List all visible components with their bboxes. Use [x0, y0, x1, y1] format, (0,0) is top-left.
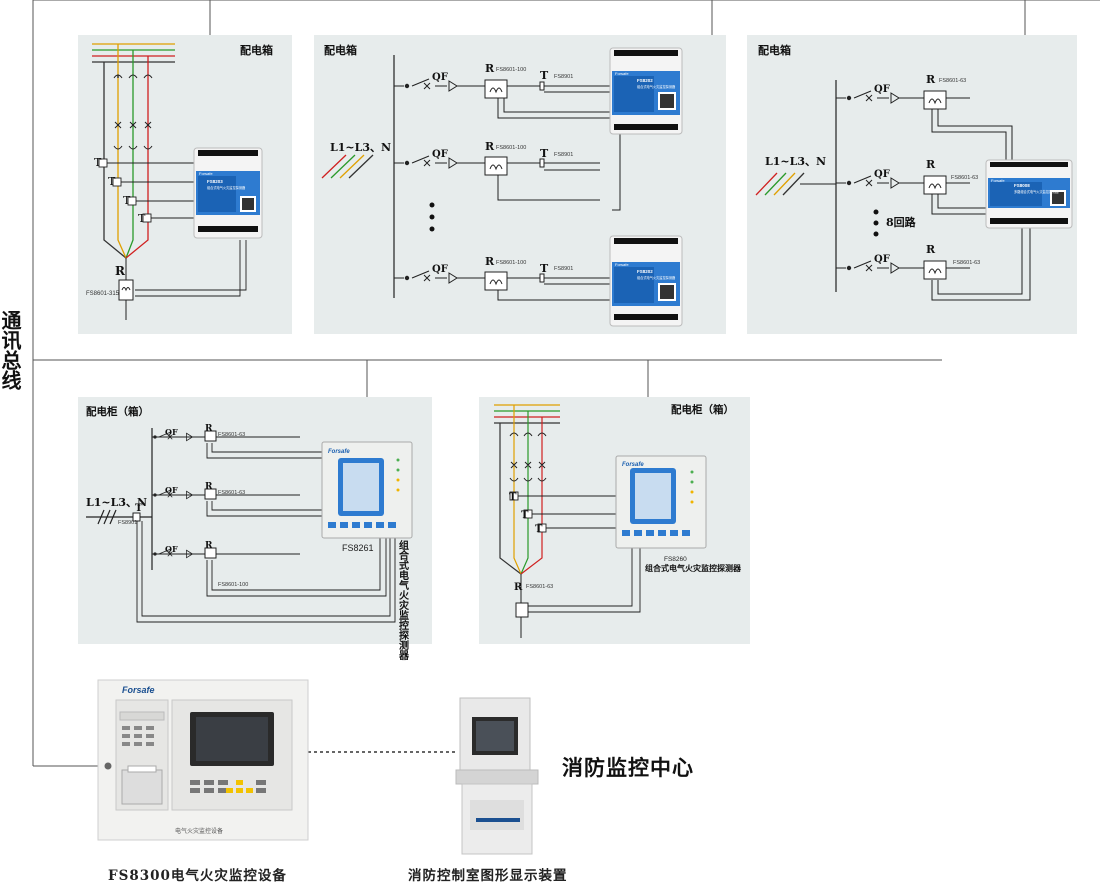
box3-qf2: QF [874, 169, 890, 180]
panel-box3: L1~L3、N 配电箱 8回路 QF QF QF R R R FS8601-63… [747, 35, 1077, 334]
cab1-title: 配电柜（箱） [86, 405, 149, 418]
box3-line-label: L1~L3、N [765, 155, 826, 168]
host-plate: 电气火灾监控设备 [175, 827, 223, 835]
box1-device-brand: Forsafe [199, 171, 213, 176]
terminal-caption: 消防控制室图形显示装置 [408, 867, 568, 884]
cab1-rmodel1: FS8601-63 [218, 432, 245, 438]
box2-qf1: QF [432, 72, 448, 83]
box1-t4: T [138, 212, 146, 225]
box2-r1: R [485, 62, 495, 75]
box2-dev2-model: FS8202 [637, 269, 653, 274]
cab2-t1: T [509, 492, 517, 503]
box3-loops: 8回路 [886, 215, 917, 229]
box3-device: Forsafe FS8008 多路组合式电气火灾监控探测器 [985, 159, 1073, 229]
box2-rmodel2: FS8601-100 [496, 145, 526, 151]
box2-tmodel3: FS8901 [554, 266, 573, 272]
box3-r2: R [926, 158, 936, 171]
cab1-qf3: QF [165, 544, 178, 554]
box2-rmodel1: FS8601-100 [496, 67, 526, 73]
cab1-qf1: QF [165, 427, 178, 437]
box3-rmodel2: FS8601-63 [951, 175, 978, 181]
box3-rmodel1: FS8601-63 [939, 78, 966, 84]
host-device: Forsafe 电气火灾监控设备 FS8300电气火灾监控设备 [97, 679, 309, 884]
cab1-line-label: L1~L3、N [86, 496, 147, 509]
box1-r-model: FS8601-315 [86, 291, 120, 297]
box3-r1: R [926, 73, 936, 86]
panel-cab2: 配电柜（箱） T T T R F [479, 397, 750, 644]
box1-device-desc: 组合式电气火灾监控探测器 [207, 185, 246, 190]
box3-title: 配电箱 [758, 43, 791, 57]
box3-r3: R [926, 243, 936, 256]
host-caption: FS8300电气火灾监控设备 [108, 867, 287, 884]
box2-t3: T [540, 262, 549, 275]
box2-t2: T [540, 147, 549, 160]
box3-device-brand: Forsafe [991, 178, 1005, 183]
cab2-r: R [514, 582, 523, 593]
cab2-device-model: FS8260 [664, 556, 687, 563]
panel-box1: T T T T R FS8601-315 配电箱 Forsafe FS8203 … [78, 35, 292, 334]
box1-t3: T [123, 194, 131, 207]
box1-r-label: R [115, 264, 126, 278]
box2-rmodel3: FS8601-100 [496, 260, 526, 266]
box2-title: 配电箱 [324, 43, 357, 57]
box2-qf3: QF [432, 264, 448, 275]
cab2-device-brand: Forsafe [622, 462, 644, 468]
box1-title: 配电箱 [240, 43, 273, 57]
panel-cab1: 配电柜（箱） L1~L3、N T FS8901 QF QF QF R [78, 397, 432, 661]
graphic-display-terminal: 消防控制室图形显示装置 [408, 697, 568, 884]
cab2-rmodel: FS8601-63 [526, 584, 553, 590]
box2-dev1-model: FS8202 [637, 78, 653, 83]
box1-device-model: FS8203 [207, 179, 223, 184]
box2-qf2: QF [432, 149, 448, 160]
box2-dev2-brand: Forsafe [615, 262, 629, 267]
box3-qf3: QF [874, 254, 890, 265]
box2-tmodel2: FS8901 [554, 152, 573, 158]
box3-rmodel3: FS8601-63 [953, 260, 980, 266]
cab1-r3: R [205, 541, 213, 551]
cab1-r2: R [205, 482, 213, 492]
cab1-device-model: FS8261 [342, 543, 374, 553]
cab1-rmodel2: FS8601-63 [218, 490, 245, 496]
box2-device-bottom: Forsafe FS8202 组合式电气火灾监控探测器 [609, 235, 683, 327]
cab2-t3: T [535, 524, 543, 535]
cab2-t2: T [521, 510, 529, 521]
cab1-qf2: QF [165, 485, 178, 495]
panel-box2: L1~L3、N 配电箱 QF QF QF [314, 35, 726, 334]
cab2-device: Forsafe FS8260 组合式电气火灾监控探测器 [615, 455, 742, 573]
cab1-device: Forsafe FS8261 组合式电气火灾监控探测器 [321, 441, 413, 661]
box3-qf1: QF [874, 84, 890, 95]
box1-t2: T [108, 175, 116, 188]
box3-device-model: FS8008 [1014, 183, 1030, 188]
center-title: 消防监控中心 [562, 755, 694, 780]
cab2-device-desc: 组合式电气火灾监控探测器 [645, 563, 742, 573]
box2-line-label: L1~L3、N [330, 141, 391, 154]
cab1-device-vlabel: 组合式电气火灾监控探测器 [397, 539, 410, 661]
box2-r2: R [485, 140, 495, 153]
cab1-t: T [135, 503, 143, 514]
box3-device-desc: 多路组合式电气火灾监控探测器 [1014, 189, 1059, 194]
box1-device: Forsafe FS8203 组合式电气火灾监控探测器 [193, 147, 263, 239]
host-brand: Forsafe [122, 685, 155, 695]
cab1-rmodel3: FS8601-100 [218, 582, 248, 588]
cab1-tmodel: FS8901 [118, 520, 137, 526]
box2-device-top: Forsafe FS8202 组合式电气火灾监控探测器 [609, 47, 683, 135]
box1-t1: T [94, 156, 102, 169]
box2-t1: T [540, 69, 549, 82]
box2-dev1-brand: Forsafe [615, 71, 629, 76]
cab1-device-brand: Forsafe [328, 449, 350, 455]
box2-dev2-desc: 组合式电气火灾监控探测器 [637, 275, 676, 280]
cab1-r1: R [205, 424, 213, 434]
cab2-title: 配电柜（箱） [671, 403, 734, 416]
bus-label: 通讯总线 [0, 310, 22, 390]
box2-r3: R [485, 255, 495, 268]
box2-dev1-desc: 组合式电气火灾监控探测器 [637, 84, 676, 89]
box2-tmodel1: FS8901 [554, 74, 573, 80]
